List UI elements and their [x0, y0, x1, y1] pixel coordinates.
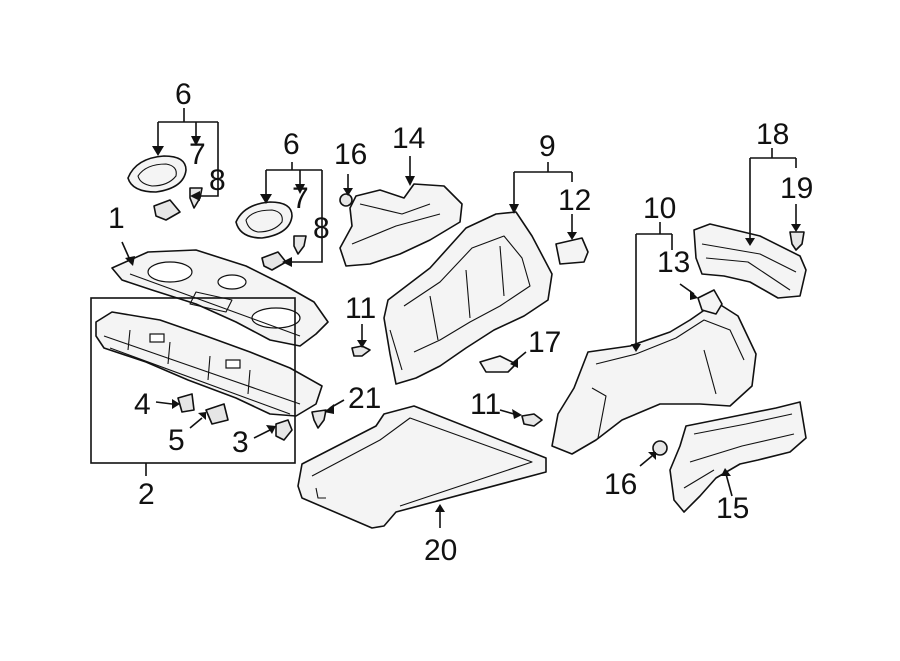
callout-8-right: 8 — [313, 212, 330, 245]
clip-21 — [311, 409, 327, 429]
callout-6-right: 6 — [283, 128, 300, 161]
callout-11-lower: 11 — [470, 388, 501, 421]
shelf-reinforcement — [95, 311, 323, 417]
screw-7-right — [293, 235, 307, 255]
clip-3 — [275, 419, 293, 441]
callout-18: 18 — [756, 118, 789, 151]
cover-12 — [555, 237, 589, 265]
clip-19 — [789, 231, 805, 251]
callout-13: 13 — [657, 246, 690, 279]
part-2-group-box — [90, 297, 296, 464]
callout-2: 2 — [138, 478, 155, 511]
bracket-5 — [205, 403, 229, 425]
callout-labels: 1 2 3 4 5 6 7 8 6 7 8 9 10 11 11 12 13 1… — [108, 78, 813, 567]
callout-5: 5 — [168, 424, 185, 457]
callout-10: 10 — [643, 192, 676, 225]
speaker-grille-left — [127, 155, 187, 193]
clip-13 — [697, 289, 723, 315]
callout-17: 17 — [528, 326, 561, 359]
callout-12: 12 — [558, 184, 591, 217]
callout-14: 14 — [392, 122, 425, 155]
callout-6-left: 6 — [175, 78, 192, 111]
clip-16-top — [339, 193, 353, 207]
callout-21: 21 — [348, 382, 381, 415]
callout-9: 9 — [539, 130, 556, 163]
clip-8-left — [153, 199, 181, 221]
callout-7-left: 7 — [189, 138, 206, 171]
leader-lines — [121, 108, 797, 528]
arrowheads — [125, 136, 801, 512]
rear-trim-10 — [551, 301, 757, 455]
trunk-side-trim-9 — [383, 211, 553, 385]
trim-panel-14 — [339, 183, 463, 267]
clip-16-lower — [652, 440, 668, 456]
callout-16-lower: 16 — [604, 468, 637, 501]
clip-17 — [479, 355, 517, 373]
callout-15: 15 — [716, 492, 749, 525]
clip-11-upper — [351, 345, 371, 357]
clip-8-right — [261, 251, 287, 271]
callout-11-upper: 11 — [345, 292, 376, 325]
callout-7-right: 7 — [292, 182, 309, 215]
callout-16-top: 16 — [334, 138, 367, 171]
callout-8-left: 8 — [209, 164, 226, 197]
speaker-grille-right — [235, 201, 293, 239]
wheelhouse-trim-15 — [669, 401, 807, 513]
callout-19: 19 — [780, 172, 813, 205]
clip-4 — [177, 393, 195, 413]
clip-11-lower — [521, 413, 543, 427]
callout-20: 20 — [424, 534, 457, 567]
callout-1: 1 — [108, 202, 125, 235]
callout-4: 4 — [134, 388, 151, 421]
trunk-mat-20 — [297, 405, 547, 529]
rear-panel-trim-18 — [693, 223, 807, 299]
callout-3: 3 — [232, 426, 249, 459]
